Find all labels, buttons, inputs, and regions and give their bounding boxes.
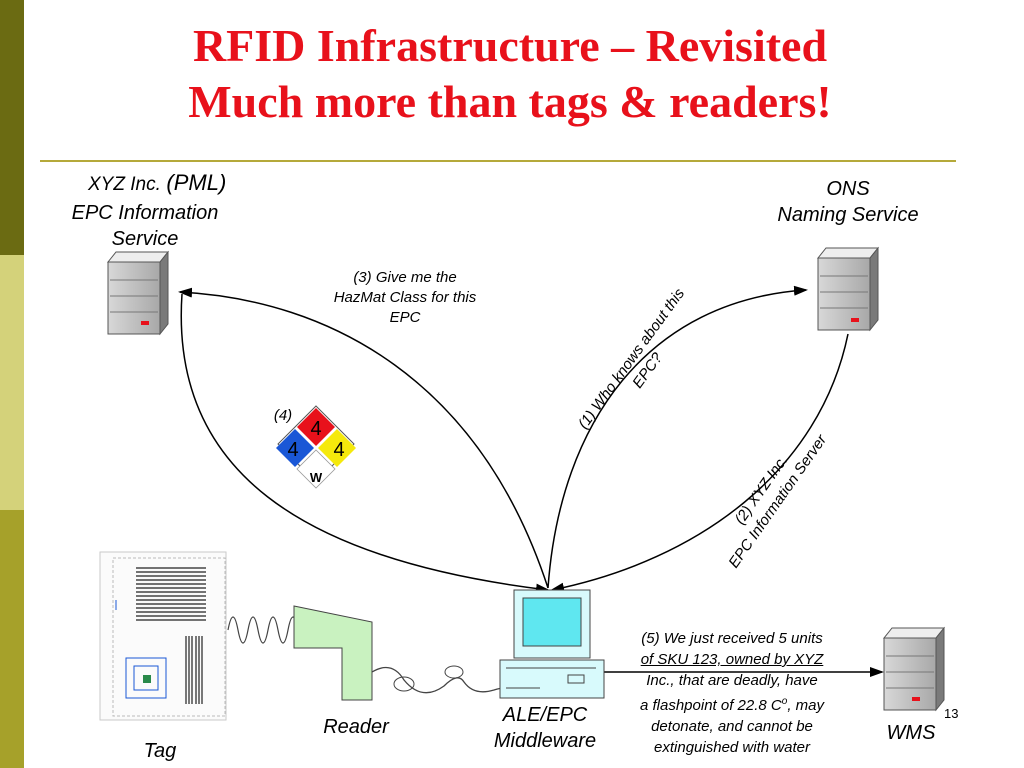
step-5-line-4: a flashpoint of 22.8 Co, may (612, 691, 852, 716)
epc-is-line-2: Service (111, 228, 179, 250)
step-5-line-1: (5) We just received 5 units (641, 630, 823, 647)
epc-information-service-label: EPC Information Service (40, 200, 250, 252)
title-line-2: Much more than tags & readers! (188, 76, 832, 127)
computer-icon (499, 589, 605, 699)
reader-cable (371, 666, 515, 694)
sidebar-block-light (0, 255, 24, 510)
step-5-line-2-text: of SKU 123, owned by XYZ (640, 651, 824, 668)
arrow-1-ons-query (547, 285, 808, 589)
pml-label: (PML) (166, 170, 227, 195)
arrow-4-response (180, 293, 550, 594)
epc-is-company-label: XYZ Inc. (PML) (88, 170, 288, 198)
step-3-label: (3) Give me the HazMat Class for this EP… (300, 268, 510, 328)
sidebar-block-dark (0, 0, 24, 255)
step-5-line-4-tail: , may (787, 697, 824, 714)
step-5-line-5: detonate, and cannot be (651, 718, 813, 735)
wms-server-icon (882, 626, 946, 712)
middleware-line-1: ALE/EPC (502, 704, 588, 726)
rf-signal-wave (227, 616, 299, 644)
middleware-label: ALE/EPC Middleware (470, 702, 620, 754)
step-3-line-3: EPC (389, 309, 421, 326)
rfid-reader-icon (293, 605, 373, 701)
step-5-line-2: of SKU 123, owned by XYZ (612, 649, 852, 670)
sidebar-decoration (0, 0, 24, 768)
tag-label: Tag (143, 740, 177, 762)
title-line-1: RFID Infrastructure – Revisited (192, 20, 828, 71)
arrow-3-request (178, 287, 549, 589)
reader-label: Reader (323, 716, 389, 738)
step-5-line-4-text: a flashpoint of 22.8 C (639, 697, 782, 714)
sidebar-block-mid (0, 510, 24, 768)
hazmat-right-number: 4 (333, 439, 344, 461)
page-number: 13 (944, 706, 959, 721)
company-name: XYZ Inc. (88, 174, 161, 195)
slide-title: RFID Infrastructure – Revisited Much mor… (60, 18, 960, 130)
ons-line-1: ONS (826, 178, 870, 200)
hazmat-left-number: 4 (287, 439, 298, 461)
rfid-tag-icon (99, 551, 227, 721)
step-3-line-1: (3) Give me the (353, 269, 457, 286)
step-4-label: (4) (273, 407, 293, 424)
epc-is-server-icon (106, 250, 170, 336)
arrow-2-ons-reply (550, 333, 849, 593)
wms-label: WMS (886, 722, 936, 744)
step-3-line-2: HazMat Class for this (333, 289, 477, 306)
ons-line-2: Naming Service (777, 204, 919, 226)
epc-is-line-1: EPC Information (71, 202, 219, 224)
degree-sup: o (781, 696, 788, 707)
step-5-line-3: Inc., that are deadly, have (646, 672, 818, 689)
step-5-line-6: extinguished with water (654, 739, 810, 756)
ons-label: ONS Naming Service (748, 176, 948, 228)
hazmat-top-number: 4 (310, 418, 321, 440)
title-divider (40, 160, 956, 162)
ons-server-icon (816, 246, 880, 332)
hazmat-bottom-symbol: W (310, 470, 323, 485)
middleware-line-2: Middleware (493, 730, 597, 752)
hazmat-diamond-icon: 4 4 4 W (276, 405, 356, 489)
step-5-label: (5) We just received 5 units of SKU 123,… (612, 628, 852, 758)
